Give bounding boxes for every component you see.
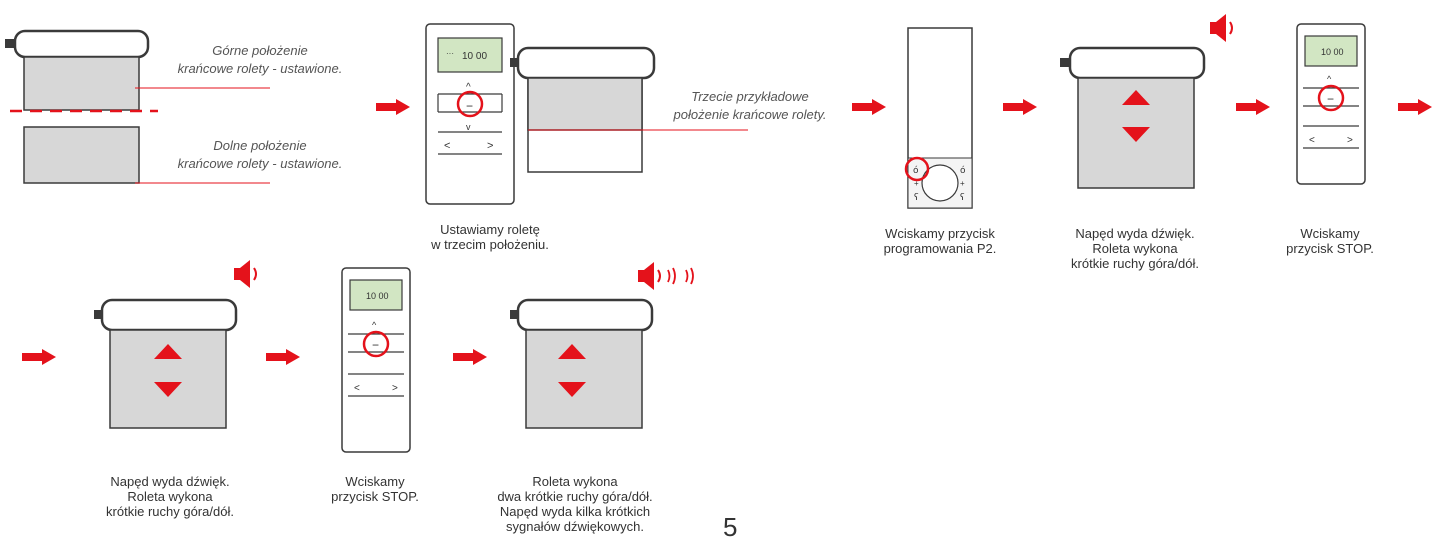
- blind-top-shade: [23, 56, 140, 111]
- arrow-right-icon: [852, 99, 886, 115]
- down-arrow-icon: [558, 382, 586, 397]
- arrow-right-icon: [1398, 99, 1432, 115]
- speaker-icon: [234, 260, 257, 288]
- bottom-limit-note: Dolne położenie krańcowe rolety - ustawi…: [177, 138, 343, 171]
- svg-text:ʕ: ʕ: [960, 193, 965, 203]
- step2-caption: Ustawiamy roletę w trzecim położeniu.: [431, 222, 549, 252]
- third-position-note: Trzecie przykładowe położenie krańcowe r…: [673, 89, 827, 122]
- svg-text:>[interactable]: >: [1347, 135, 1353, 146]
- step3-caption: Wciskamy przycisk programowania P2.: [883, 226, 997, 256]
- remote-control[interactable]: 10 00 ^ − < >: [340, 266, 435, 456]
- arrow-right-icon: [376, 99, 410, 115]
- highlight-p2: [904, 156, 930, 182]
- arrow-right-icon: [1003, 99, 1037, 115]
- blind-moving: [94, 260, 257, 429]
- p2-button[interactable]: ó: [913, 165, 919, 176]
- speaker-multiple-icon: [638, 262, 694, 290]
- blind-limits-illustration: [5, 29, 270, 184]
- remote-stop-button[interactable]: −: [372, 338, 379, 352]
- remote-left-button[interactable]: <: [444, 140, 450, 152]
- page-number: 5: [723, 512, 738, 542]
- remote-lcd: [437, 37, 503, 73]
- speaker-icon: [1210, 14, 1233, 42]
- arrow-right-icon: [1236, 99, 1270, 115]
- remote-right-button[interactable]: >: [487, 140, 493, 152]
- down-arrow-icon: [154, 382, 182, 397]
- svg-text:ó: ó: [960, 165, 966, 176]
- battery-cover: [921, 164, 959, 202]
- remote-up-button[interactable]: ^: [466, 82, 471, 93]
- remote-stop-button[interactable]: −: [1327, 92, 1334, 106]
- down-arrow-icon: [1122, 127, 1150, 142]
- step5-caption: Wciskamy przycisk STOP.: [1286, 226, 1374, 256]
- step8-caption: Roleta wykona dwa krótkie ruchy góra/dół…: [497, 474, 653, 534]
- remote-down-button[interactable]: v: [466, 122, 471, 132]
- remote-lcd-time: 10 00: [462, 51, 487, 62]
- top-limit-note: Górne położenie krańcowe rolety - ustawi…: [177, 43, 343, 76]
- svg-text:ʕ: ʕ: [914, 193, 919, 203]
- svg-text:^[interactable]: ^: [372, 320, 377, 330]
- arrow-right-icon: [22, 349, 56, 365]
- svg-text:^[interactable]: ^: [1327, 74, 1332, 84]
- step4-caption: Napęd wyda dźwięk. Roleta wykona krótkie…: [1071, 226, 1199, 271]
- blind-axle-end: [5, 39, 15, 48]
- blind-third-position: [510, 46, 748, 173]
- step6-caption: Napęd wyda dźwięk. Roleta wykona krótkie…: [106, 474, 234, 519]
- blind-roller-box: [13, 29, 150, 59]
- svg-text:10 00: 10 00: [1321, 47, 1344, 57]
- arrow-right-icon: [453, 349, 487, 365]
- blind-moving: [510, 262, 694, 429]
- up-arrow-icon: [154, 344, 182, 359]
- blind-moving: [1060, 14, 1233, 189]
- svg-text:<[interactable]: <: [354, 383, 360, 394]
- remote-back-p2[interactable]: ó + ʕ ó + ʕ: [904, 25, 975, 215]
- up-arrow-icon: [558, 344, 586, 359]
- remote-control[interactable]: 10 00 ^ − < >: [1295, 22, 1390, 207]
- remote-control[interactable]: 10 00 ··· ^ − v < >: [424, 22, 519, 207]
- remote-stop-button[interactable]: −: [466, 99, 473, 113]
- highlight-stop: [456, 90, 484, 118]
- svg-text:+: +: [960, 179, 965, 188]
- up-arrow-icon: [1122, 90, 1150, 105]
- remote-lcd-dashes: ···: [446, 49, 454, 58]
- svg-text:+: +: [914, 179, 919, 188]
- svg-text:<[interactable]: <: [1309, 135, 1315, 146]
- arrow-right-icon: [266, 349, 300, 365]
- svg-text:10 00: 10 00: [366, 291, 389, 301]
- step7-caption: Wciskamy przycisk STOP.: [331, 474, 419, 504]
- svg-text:>[interactable]: >: [392, 383, 398, 394]
- blind-bottom-shade: [23, 126, 140, 184]
